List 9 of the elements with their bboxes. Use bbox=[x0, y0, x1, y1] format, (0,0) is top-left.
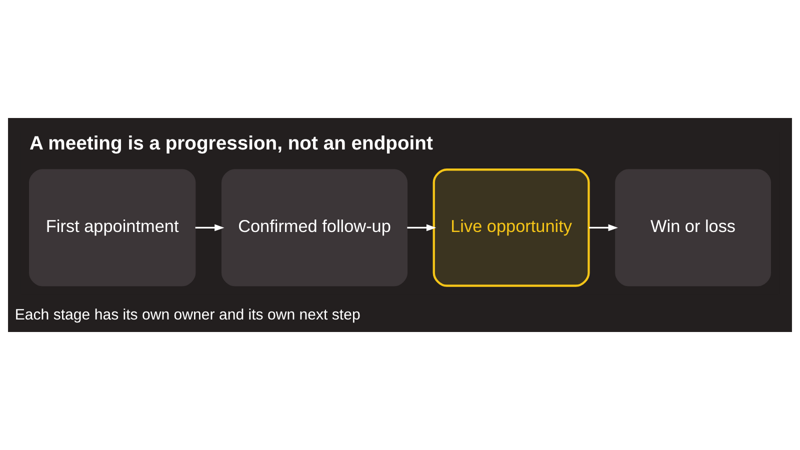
arrow bbox=[589, 224, 618, 232]
node-box: Live opportunity bbox=[432, 168, 590, 287]
arrow bbox=[407, 224, 436, 232]
diagram-title: A meeting is a progression, not an endpoint bbox=[30, 132, 433, 155]
node-box: Win or loss bbox=[615, 169, 771, 286]
node-box: Confirmed follow-up bbox=[221, 169, 408, 286]
caption: Each stage has its own owner and its own next step bbox=[14, 306, 360, 324]
arrow bbox=[195, 224, 224, 232]
node-box: First appointment bbox=[29, 169, 196, 286]
